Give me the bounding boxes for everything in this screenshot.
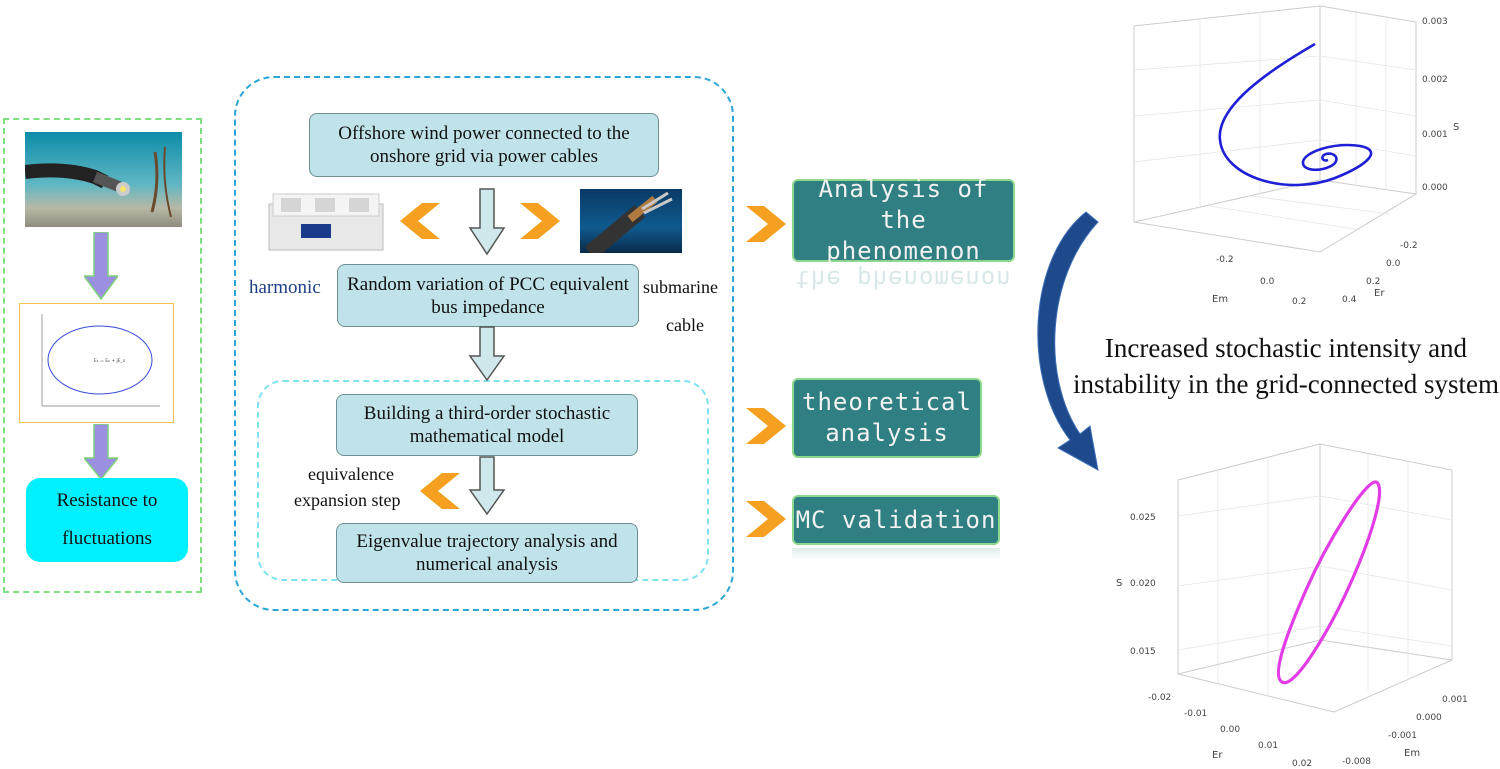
s-tick: 0.003	[1422, 17, 1448, 27]
s-tick: 0.020	[1130, 579, 1156, 589]
s-axis-label: S	[1116, 578, 1122, 589]
left-chevron-icon	[400, 203, 440, 239]
er-axis-label: Er	[1212, 750, 1223, 761]
stage-theory-text: theoretical analysis	[802, 388, 972, 447]
s-tick: 0.015	[1130, 647, 1156, 657]
down-arrow-icon	[468, 188, 506, 256]
left-panel-frame	[3, 118, 202, 593]
equation-text: E₁ = E₀ + jE_s	[94, 358, 126, 364]
igbt-module-image	[267, 190, 385, 256]
ellipse-curve	[1276, 480, 1382, 685]
right-chevron-icon	[520, 203, 560, 239]
er-tick: -0.01	[1184, 709, 1207, 719]
stage-analysis-text: Analysis of the phenomenon	[818, 175, 989, 265]
em-axis-label: Em	[1212, 294, 1228, 305]
eigenvalue-box: Eigenvalue trajectory analysis and numer…	[336, 523, 638, 583]
em-tick: 0.0	[1260, 277, 1275, 287]
model-box-text: Building a third-order stochastic mathem…	[363, 403, 611, 447]
s-tick: 0.000	[1422, 183, 1448, 193]
er-tick: 0.02	[1292, 759, 1312, 769]
em-tick: -0.2	[1216, 255, 1234, 265]
harmonic-label: harmonic	[249, 277, 321, 298]
model-box: Building a third-order stochastic mathem…	[336, 394, 638, 456]
er-tick: 0.2	[1366, 277, 1380, 287]
stage-analysis-box: Analysis of the phenomenon	[792, 175, 1015, 265]
em-tick: 0.000	[1416, 713, 1442, 723]
er-tick: 0.01	[1258, 741, 1278, 751]
pcc-impedance-box: Random variation of PCC equivalent bus i…	[337, 264, 639, 327]
down-arrow-icon	[468, 326, 506, 382]
left-chevron-icon	[420, 473, 460, 509]
stage-mc-reflection	[792, 548, 1000, 560]
curved-arrow-icon	[1037, 211, 1099, 471]
er-tick: -0.02	[1148, 693, 1171, 703]
stage-analysis-reflection: the phenomenon	[795, 265, 1012, 293]
stage-theory-box: theoretical analysis	[792, 378, 982, 458]
offshore-box-text: Offshore wind power connected to the ons…	[338, 123, 630, 167]
pcc-impedance-box-text: Random variation of PCC equivalent bus i…	[347, 273, 629, 318]
s-tick: 0.001	[1422, 130, 1448, 140]
small-circle-plot: E₁ = E₀ + jE_s	[19, 303, 174, 423]
stage-mc-text: MC validation	[795, 505, 997, 534]
em-tick: -0.008	[1342, 757, 1371, 767]
submarine-label: submarine	[643, 277, 718, 297]
center-panel-frame	[234, 76, 734, 611]
expansion-step-label: expansion step	[294, 490, 401, 510]
er-axis-label: Er	[1374, 288, 1385, 299]
right-chevron-icon	[746, 501, 786, 537]
cable-photo	[25, 132, 182, 227]
er-tick: 0.00	[1220, 725, 1240, 735]
down-arrow-icon	[468, 456, 506, 516]
em-tick: -0.001	[1388, 731, 1417, 741]
submarine-cable-image	[580, 189, 682, 253]
right-chevron-icon	[746, 408, 786, 444]
ellipse-3d-plot: 0.025 0.020 0.015 S -0.02 -0.01 0.00 0.0…	[1116, 443, 1468, 769]
em-tick: 0.001	[1442, 695, 1468, 705]
resistance-box: Resistance to fluctuations	[26, 478, 188, 562]
down-arrow-icon	[84, 232, 118, 300]
er-tick: -0.2	[1400, 241, 1418, 251]
spiral-curve	[1218, 42, 1373, 187]
stage-mc-box: MC validation	[792, 495, 1000, 545]
offshore-box: Offshore wind power connected to the ons…	[309, 113, 659, 177]
s-axis-label: S	[1453, 122, 1459, 133]
s-tick: 0.025	[1130, 513, 1156, 523]
equivalence-label: equivalence	[308, 464, 394, 484]
er-tick: 0.4	[1342, 295, 1357, 305]
em-axis-label: Em	[1404, 748, 1420, 759]
down-arrow-icon	[84, 424, 118, 480]
er-tick: 0.0	[1386, 259, 1401, 269]
eigenvalue-box-text: Eigenvalue trajectory analysis and numer…	[356, 531, 618, 575]
right-chevron-icon	[746, 206, 786, 242]
s-tick: 0.002	[1422, 75, 1448, 85]
conclusion-text: Increased stochastic intensity and insta…	[1073, 333, 1499, 399]
resistance-label: Resistance to fluctuations	[56, 490, 158, 549]
spiral-3d-plot: 0.003 0.002 0.001 0.000 S -0.2 0.0 0.2 E…	[1133, 5, 1459, 307]
em-tick: 0.2	[1292, 297, 1306, 307]
cable-label: cable	[666, 315, 704, 335]
